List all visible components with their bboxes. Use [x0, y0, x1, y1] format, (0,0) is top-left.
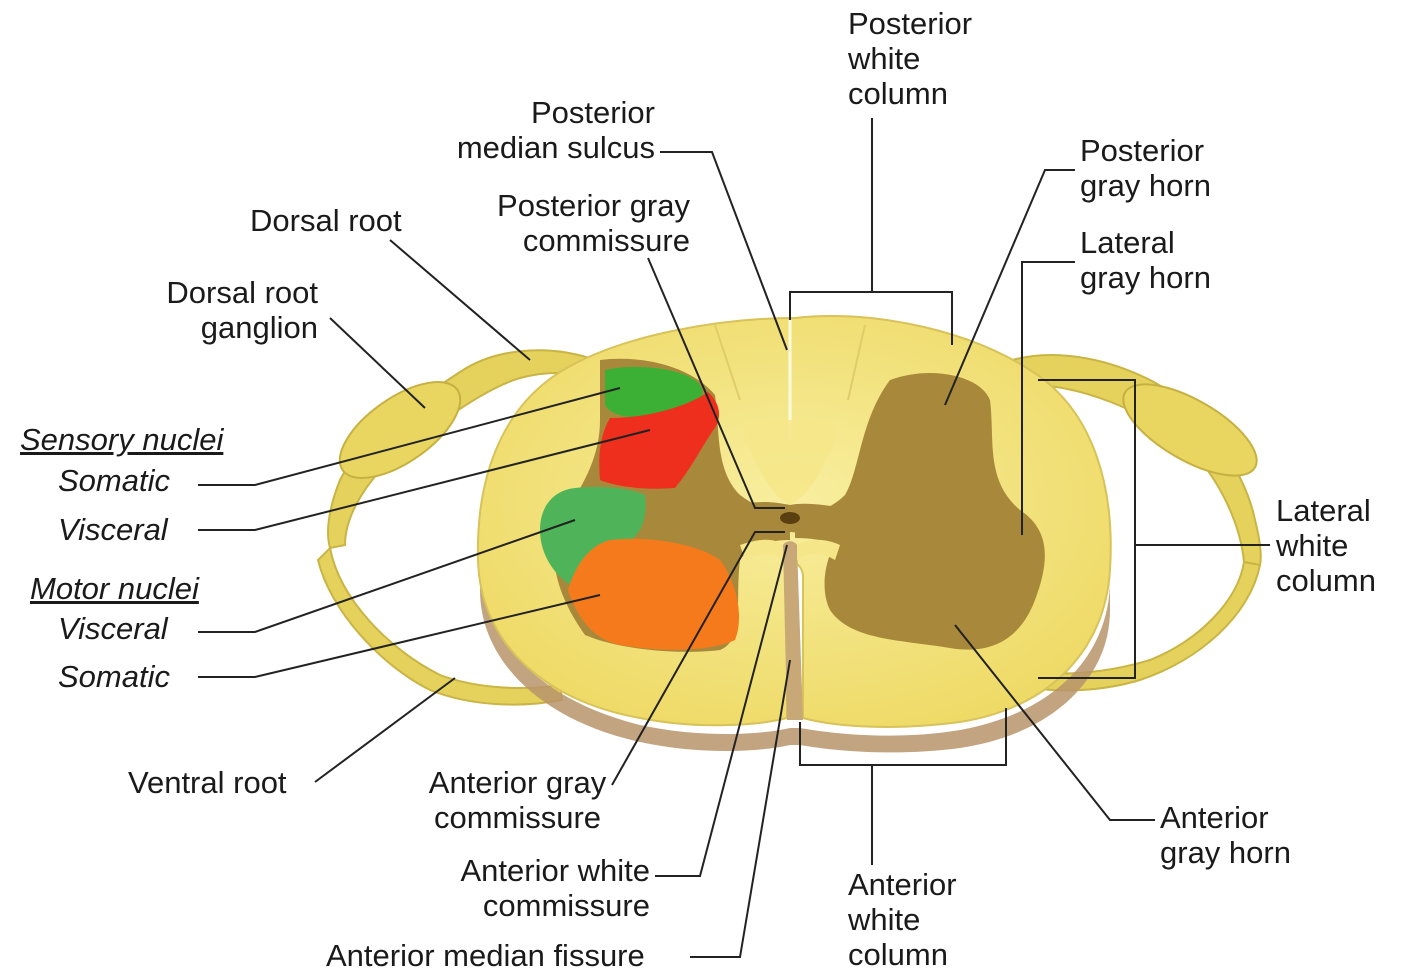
posterior-white-column-bracket: [790, 118, 952, 345]
label-anterior-white-column: Anterior white column: [848, 867, 957, 972]
label-anterior-gray-commissure: Anterior gray commissure: [405, 765, 630, 835]
label-anterior-median-fissure: Anterior median fissure: [326, 938, 645, 973]
label-dorsal-root: Dorsal root: [250, 203, 402, 238]
label-sensory-somatic: Somatic: [58, 463, 170, 498]
label-sensory-nuclei: Sensory nuclei: [20, 422, 223, 457]
label-posterior-gray-commissure: Posterior gray commissure: [460, 188, 690, 258]
label-posterior-white-column: Posterior white column: [848, 6, 972, 111]
label-lateral-white-column: Lateral white column: [1276, 493, 1376, 598]
leader-dorsal-root-ganglion: [330, 318, 425, 408]
label-dorsal-root-ganglion: Dorsal root ganglion: [120, 275, 318, 345]
label-anterior-white-commissure: Anterior white commissure: [420, 853, 650, 923]
label-ventral-root: Ventral root: [128, 765, 287, 800]
label-motor-somatic: Somatic: [58, 659, 170, 694]
central-canal: [780, 512, 800, 524]
label-sensory-visceral: Visceral: [58, 512, 168, 547]
label-anterior-gray-horn: Anterior gray horn: [1160, 800, 1291, 870]
label-posterior-median-sulcus: Posterior median sulcus: [415, 95, 655, 165]
leader-dorsal-root: [390, 240, 530, 360]
label-motor-nuclei: Motor nuclei: [30, 571, 199, 606]
label-lateral-gray-horn: Lateral gray horn: [1080, 225, 1211, 295]
label-motor-visceral: Visceral: [58, 611, 168, 646]
label-posterior-gray-horn: Posterior gray horn: [1080, 133, 1211, 203]
